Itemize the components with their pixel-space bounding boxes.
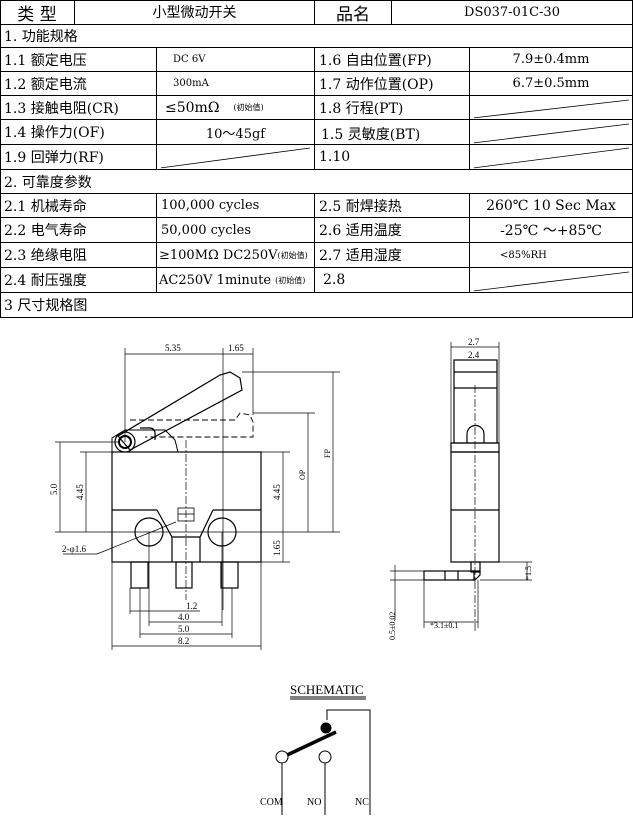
s2-r0-value: 100,000 cycles xyxy=(157,194,315,218)
s1-r2-note: (初始值) xyxy=(233,103,264,112)
dim-1-65-top: 1.65 xyxy=(228,343,244,353)
section2-title: 2. 可靠度参数 xyxy=(0,170,633,194)
s2-r3-label2: 2.8 xyxy=(315,268,470,293)
s2-r2-note: (初始值) xyxy=(277,250,308,260)
s1-r1-label2: 1.7 动作位置(OP) xyxy=(315,72,470,96)
dim-1-5: *1.5 xyxy=(524,566,533,580)
schematic-title: SCHEMATIC xyxy=(290,682,364,697)
side-dimension-lines xyxy=(390,342,532,632)
side-dimension-labels: 2.7 2.4 *1.5 0.5±0.02 *3.1±0.1 xyxy=(388,337,533,640)
s2-r2-label: 2.3 绝缘电阻 xyxy=(0,243,157,268)
s2-r1-label2: 2.6 适用温度 xyxy=(315,218,470,243)
s1-r3-empty xyxy=(470,120,633,145)
schematic-nc: NC xyxy=(355,797,369,808)
schematic: SCHEMATIC COM NO NC xyxy=(260,682,371,815)
s1-r2-empty xyxy=(470,96,633,120)
s1-r2-label: 1.3 接触电阻(CR) xyxy=(0,96,157,120)
dim-fp: FP xyxy=(323,449,332,458)
s1-r4-label: 1.9 回弹力(RF) xyxy=(0,145,157,170)
s2-r2-label2: 2.7 适用湿度 xyxy=(315,243,470,268)
type-value: 小型微动开关 xyxy=(75,0,315,25)
dimension-drawing: 5.35 1.65 5.0 4.45 4.45 1.65 OP FP 2-φ1.… xyxy=(49,337,533,815)
s1-r0-label: 1.1 额定电压 xyxy=(0,48,157,72)
schematic-no: NO xyxy=(307,797,321,808)
s1-r3-label: 1.4 操作力(OF) xyxy=(0,120,157,145)
front-dimension-labels: 5.35 1.65 5.0 4.45 4.45 1.65 OP FP 2-φ1.… xyxy=(49,343,332,646)
spec-table xyxy=(0,0,633,318)
section1-title: 1. 功能规格 xyxy=(0,25,633,48)
s2-r2-value-cell: ≥100MΩ DC250V(初始值) xyxy=(157,243,315,268)
dim-3-1: *3.1±0.1 xyxy=(430,621,458,630)
s1-r0-label2: 1.6 自由位置(FP) xyxy=(315,48,470,72)
dim-5-35: 5.35 xyxy=(165,343,181,353)
s2-r3-label: 2.4 耐压强度 xyxy=(0,268,157,293)
dim-1-2: 1.2 xyxy=(186,601,197,611)
dim-0-5: 0.5±0.02 xyxy=(388,612,397,640)
s1-r3-label2: 1.5 灵敏度(BT) xyxy=(315,120,470,145)
dim-4-45-left: 4.45 xyxy=(75,484,85,500)
s2-r0-value2: 260℃ 10 Sec Max xyxy=(470,194,633,218)
s1-r0-value: DC 6V xyxy=(157,48,315,72)
s1-r1-value: 300mA xyxy=(157,72,315,96)
s2-r2-value: ≥100MΩ DC250V xyxy=(159,247,278,263)
dim-op: OP xyxy=(298,469,307,480)
dim-2-4: 2.4 xyxy=(468,350,480,360)
s1-r2-label2: 1.8 行程(PT) xyxy=(315,96,470,120)
s1-r4-empty2 xyxy=(470,145,633,170)
section3-title: 3 尺寸规格图 xyxy=(0,293,633,318)
s1-r2-value: ≤50mΩ xyxy=(165,99,220,116)
s2-r3-value-cell: AC250V 1minute(初始值) xyxy=(157,268,315,293)
s2-r0-label: 2.1 机械寿命 xyxy=(0,194,157,218)
dim-4-0: 4.0 xyxy=(178,612,190,622)
s2-r2-value2: <85%RH xyxy=(470,243,633,268)
front-view xyxy=(111,371,262,589)
s1-r3-value: 10～45gf xyxy=(157,120,315,145)
dim-8-2: 8.2 xyxy=(178,636,189,646)
s1-r4-empty xyxy=(157,145,315,170)
s2-r0-label2: 2.5 耐焊接热 xyxy=(315,194,470,218)
s2-r3-value: AC250V 1minute xyxy=(159,272,272,288)
dim-hole: 2-φ1.6 xyxy=(62,544,86,554)
s1-r1-value2: 6.7±0.5mm xyxy=(470,72,633,96)
s2-r1-value2: -25℃ ～+85℃ xyxy=(470,218,633,243)
front-dimension-lines xyxy=(55,348,340,650)
schematic-com: COM xyxy=(260,797,283,808)
s1-r4-label2: 1.10 xyxy=(315,145,470,170)
type-label: 类 型 xyxy=(0,0,75,25)
dim-1-65-right: 1.65 xyxy=(272,540,282,556)
side-view xyxy=(423,359,500,581)
dim-5-0-left: 5.0 xyxy=(49,483,59,495)
name-label: 品名 xyxy=(315,0,392,25)
dim-5-0: 5.0 xyxy=(178,624,190,634)
s2-r3-empty xyxy=(470,268,633,293)
name-value: DS037-01C-30 xyxy=(392,0,633,25)
s1-r2-value-cell: ≤50mΩ (初始值) xyxy=(157,96,315,120)
s1-r1-label: 1.2 额定电流 xyxy=(0,72,157,96)
dim-4-45-right: 4.45 xyxy=(272,484,282,500)
s2-r1-value: 50,000 cycles xyxy=(157,218,315,243)
s2-r3-note: (初始值) xyxy=(275,275,306,285)
dim-2-7: 2.7 xyxy=(468,337,480,347)
s1-r0-value2: 7.9±0.4mm xyxy=(470,48,633,72)
s2-r1-label: 2.2 电气寿命 xyxy=(0,218,157,243)
